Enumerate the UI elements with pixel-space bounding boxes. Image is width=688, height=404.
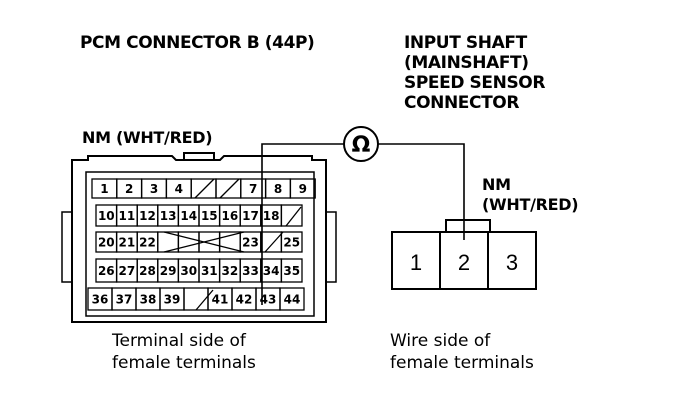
pcm-pin-11: 11 — [119, 209, 136, 223]
pcm-pin-41: 41 — [212, 293, 229, 307]
pcm-pin-20: 20 — [98, 236, 115, 250]
pcm-connector-housing — [71, 155, 327, 323]
pcm-cavity — [177, 231, 200, 253]
sensor-connector-title-line3: SPEED SENSOR — [404, 73, 546, 93]
pcm-cavity — [215, 178, 242, 199]
pcm-pin-15: 15 — [201, 209, 218, 223]
pcm-pin-30: 30 — [180, 264, 197, 278]
pcm-pin-26: 26 — [98, 264, 115, 278]
blank-cavity-40 — [195, 289, 214, 311]
pcm-connector-left-tab — [61, 211, 73, 283]
pcm-pin-25: 25 — [283, 236, 300, 250]
pcm-connector-latch — [183, 152, 215, 161]
sensor-pin-3: 3 — [506, 250, 518, 275]
sensor-pin-1: 1 — [410, 250, 422, 275]
pcm-connector-title: PCM CONNECTOR B (44P) — [80, 33, 315, 53]
pcm-cavity — [289, 178, 316, 199]
sensor-connector-title-line4: CONNECTOR — [404, 93, 520, 113]
pcm-pin-17: 17 — [242, 209, 259, 223]
ohmmeter-circle — [343, 126, 379, 162]
pcm-pin-4: 4 — [175, 182, 183, 196]
pcm-pin-33: 33 — [242, 264, 259, 278]
pcm-pin-28: 28 — [139, 264, 156, 278]
pcm-cavity — [280, 231, 303, 253]
pcm-pin-9: 9 — [299, 182, 307, 196]
sensor-caption-line1: Wire side of — [390, 331, 491, 351]
pcm-pin-1: 1 — [100, 182, 108, 196]
sensor-wire-label-line2: (WHT/RED) — [482, 195, 579, 214]
pcm-pin-14: 14 — [180, 209, 197, 223]
pcm-pin-3: 3 — [150, 182, 158, 196]
pcm-caption-line2: female terminals — [112, 353, 256, 373]
pcm-cavity — [279, 287, 305, 311]
blank-cavity-5 — [194, 178, 215, 199]
blank-cavity-cross-line-b — [163, 231, 245, 253]
pcm-pin-32: 32 — [222, 264, 239, 278]
pcm-pin-16: 16 — [222, 209, 239, 223]
pcm-pin-12: 12 — [139, 209, 156, 223]
pcm-cavity — [280, 204, 303, 227]
pcm-connector-body — [85, 171, 315, 317]
sensor-wire-label-line1: NM — [482, 175, 511, 194]
blank-cavity-6 — [219, 178, 240, 199]
pcm-pin-36: 36 — [92, 293, 109, 307]
sensor-connector-title-line1: INPUT SHAFT — [404, 33, 527, 53]
pcm-pin-42: 42 — [236, 293, 253, 307]
pcm-pin-7: 7 — [249, 182, 257, 196]
pcm-pin-8: 8 — [274, 182, 282, 196]
pcm-pin-35: 35 — [283, 264, 300, 278]
pcm-pin-38: 38 — [140, 293, 157, 307]
pcm-cavity — [183, 287, 209, 311]
pcm-cavity — [280, 258, 303, 283]
blank-cavity-24 — [264, 231, 284, 253]
pcm-pin-13: 13 — [160, 209, 177, 223]
pcm-pin-37: 37 — [116, 293, 133, 307]
meter-lead-pcm — [261, 143, 344, 305]
pcm-caption-line1: Terminal side of — [112, 331, 246, 351]
pcm-pin-27: 27 — [119, 264, 136, 278]
sensor-connector-latch — [445, 219, 491, 233]
pcm-pin-44: 44 — [284, 293, 301, 307]
pcm-pin-22: 22 — [139, 236, 156, 250]
sensor-caption-line2: female terminals — [390, 353, 534, 373]
sensor-connector-title-line2: (MAINSHAFT) — [404, 53, 529, 73]
blank-cavity-19 — [285, 206, 302, 227]
pcm-pin-18: 18 — [263, 209, 280, 223]
sensor-pin-2: 2 — [458, 250, 470, 275]
pcm-pin-21: 21 — [119, 236, 136, 250]
pcm-cavity — [260, 231, 283, 253]
pcm-pin-31: 31 — [201, 264, 218, 278]
pcm-pin-34: 34 — [263, 264, 280, 278]
pcm-pin-29: 29 — [160, 264, 177, 278]
pcm-pin-10: 10 — [98, 209, 115, 223]
pcm-pin-23: 23 — [242, 236, 259, 250]
pcm-pin-39: 39 — [164, 293, 181, 307]
pcm-wire-label: NM (WHT/RED) — [82, 128, 213, 147]
meter-lead-sensor — [378, 143, 465, 240]
pcm-pin-43: 43 — [260, 293, 277, 307]
pcm-pin-2: 2 — [125, 182, 133, 196]
ohm-symbol-icon: Ω — [352, 133, 371, 158]
pcm-connector-right-tab — [325, 211, 337, 283]
